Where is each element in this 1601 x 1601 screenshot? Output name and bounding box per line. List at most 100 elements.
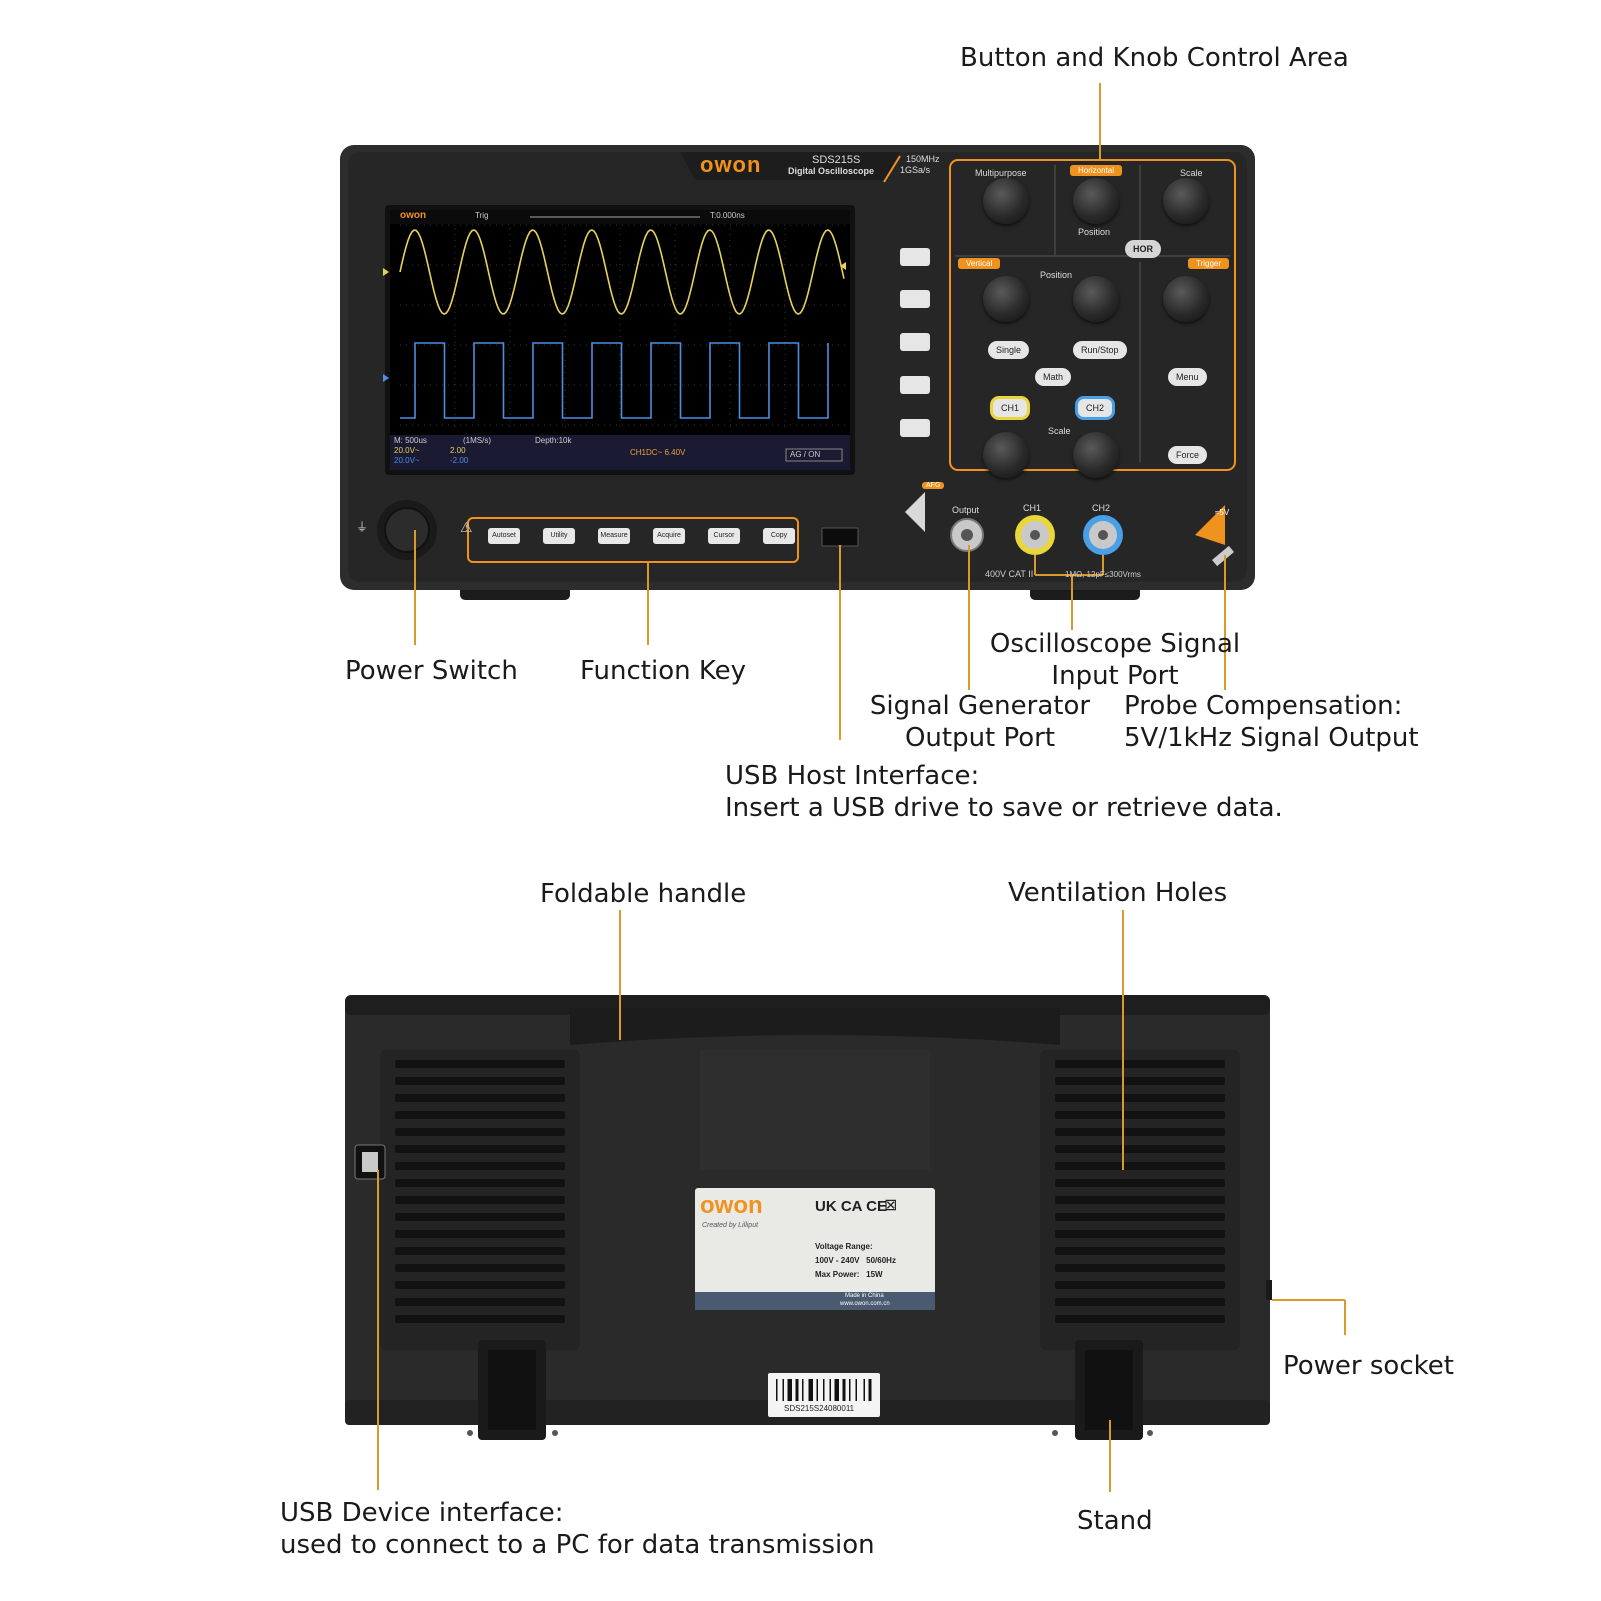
ch2-scale-knob[interactable] xyxy=(1073,432,1119,478)
ch2-button[interactable]: CH2 xyxy=(1075,396,1116,420)
barcode-bar xyxy=(808,1379,813,1401)
barcode-bar xyxy=(855,1379,857,1401)
multipurpose-label: Multipurpose xyxy=(975,168,1027,178)
math-button[interactable]: Math xyxy=(1035,368,1072,386)
screen-ch1-scale: 20.0V~ xyxy=(394,446,420,455)
ch1-scale-knob[interactable] xyxy=(983,432,1029,478)
ch2-port-label: CH2 xyxy=(1092,503,1111,513)
brand-strip xyxy=(680,152,900,180)
afg-label: AFG xyxy=(922,482,945,489)
barcode-bar xyxy=(795,1379,799,1401)
barcode-bar xyxy=(802,1379,804,1401)
probe-comp-panel xyxy=(1195,505,1225,545)
back-serial: SDS215S24080011 xyxy=(784,1404,855,1413)
front-model-sub: Digital Oscilloscope xyxy=(788,166,875,176)
vent-slot xyxy=(1055,1298,1225,1306)
softkey-5[interactable] xyxy=(900,419,930,437)
probe-comp-label: ≈5V xyxy=(1215,508,1230,517)
vent-slot xyxy=(395,1060,565,1068)
afg-arrow xyxy=(905,492,925,532)
vent-slot xyxy=(395,1315,565,1323)
run-stop-button[interactable]: Run/Stop xyxy=(1073,341,1127,359)
single-button[interactable]: Single xyxy=(988,341,1030,359)
back-voltage-value: 100V - 240V 50/60Hz xyxy=(815,1256,896,1265)
vertical-label: Vertical xyxy=(958,258,1001,269)
right-ventilation-holes xyxy=(1055,1060,1225,1323)
back-voltage-title: Voltage Range: xyxy=(815,1242,873,1251)
barcode-bar xyxy=(782,1379,784,1401)
vent-slot xyxy=(1055,1213,1225,1221)
vent-slot xyxy=(395,1281,565,1289)
screen-depth: Depth:10k xyxy=(535,436,572,445)
vent-slot xyxy=(395,1145,565,1153)
callout-function-key: Function Key xyxy=(580,656,746,686)
vent-slot xyxy=(1055,1315,1225,1323)
acquire-button[interactable]: Acquire xyxy=(653,528,685,544)
power-socket xyxy=(1266,1280,1272,1300)
barcode-bar xyxy=(834,1379,839,1401)
utility-button[interactable]: Utility xyxy=(543,528,575,544)
callout-power-switch: Power Switch xyxy=(345,656,518,686)
vent-slot xyxy=(1055,1162,1225,1170)
front-bandwidth: 150MHz xyxy=(906,154,940,164)
autoset-button[interactable]: Autoset xyxy=(488,528,520,544)
hor-button[interactable]: HOR xyxy=(1125,240,1161,258)
barcode-bar xyxy=(842,1379,846,1401)
screen-trigger-info: CH1DC~ 6.40V xyxy=(630,448,686,457)
back-device-graphic xyxy=(345,910,1346,1492)
trigger-level-knob[interactable] xyxy=(1163,276,1209,322)
position-label-vertical: Position xyxy=(1040,270,1073,280)
vent-slot xyxy=(395,1094,565,1102)
ch2-square-trace xyxy=(400,342,829,419)
force-button[interactable]: Force xyxy=(1168,446,1208,464)
back-leader-lines xyxy=(377,910,1346,1492)
screen-timebase: M: 500us xyxy=(394,436,427,445)
copy-button[interactable]: Copy xyxy=(763,528,795,544)
front-model: SDS215S xyxy=(812,154,861,166)
horizontal-label: Horizontal xyxy=(1070,165,1123,176)
back-label-marks: UK CA CE xyxy=(815,1198,887,1215)
softkey-3[interactable] xyxy=(900,333,930,351)
ch1-port-label: CH1 xyxy=(1023,503,1042,513)
multipurpose-knob[interactable] xyxy=(983,178,1029,224)
screen-mode: AG / ON xyxy=(790,450,821,459)
back-label-tagline: Created by Lilliput xyxy=(702,1222,759,1229)
barcode-bar xyxy=(823,1379,825,1401)
horizontal-position-knob[interactable] xyxy=(1073,178,1119,224)
ch1-position-knob[interactable] xyxy=(983,276,1029,322)
weee-bin-icon: ⊠ xyxy=(884,1195,898,1214)
probe-comp-terminal xyxy=(1212,545,1234,567)
ch2-position-knob[interactable] xyxy=(1073,276,1119,322)
scale-label-top: Scale xyxy=(1180,168,1203,178)
callout-power-socket: Power socket xyxy=(1283,1351,1454,1381)
cursor-button[interactable]: Cursor xyxy=(708,528,740,544)
measure-button[interactable]: Measure xyxy=(598,528,630,544)
ch1-sine-trace xyxy=(399,229,845,315)
vent-slot xyxy=(1055,1281,1225,1289)
softkey-1[interactable] xyxy=(900,248,930,266)
foldable-handle-shape xyxy=(570,1008,1060,1045)
barcode-bar xyxy=(776,1379,778,1401)
callout-usb-device-line1: USB Device interface: xyxy=(280,1498,564,1528)
callout-probe-line1: Probe Compensation: xyxy=(1124,691,1403,721)
softkey-4[interactable] xyxy=(900,376,930,394)
warning-icon: ⚠ xyxy=(460,520,473,536)
menu-button[interactable]: Menu xyxy=(1168,368,1207,386)
screen-ch1-offset: 2.00 xyxy=(450,446,466,455)
usb-host-port xyxy=(821,527,859,547)
vent-slot xyxy=(1055,1264,1225,1272)
vent-slot xyxy=(395,1264,565,1272)
horizontal-scale-knob[interactable] xyxy=(1163,178,1209,224)
softkey-2[interactable] xyxy=(900,290,930,308)
function-key-row: Autoset Utility Measure Acquire Cursor C… xyxy=(468,518,798,562)
screen-brand: owon xyxy=(400,210,427,221)
function-key-frame xyxy=(467,517,799,563)
vent-slot xyxy=(395,1230,565,1238)
callout-osc-input-line2: Input Port xyxy=(1051,661,1179,691)
power-button xyxy=(384,507,430,553)
output-port-label: Output xyxy=(952,505,980,515)
screen-trig: Trig xyxy=(475,211,489,220)
ch1-button[interactable]: CH1 xyxy=(990,396,1031,420)
screen-rate: (1MS/s) xyxy=(463,436,491,445)
vent-slot xyxy=(395,1162,565,1170)
